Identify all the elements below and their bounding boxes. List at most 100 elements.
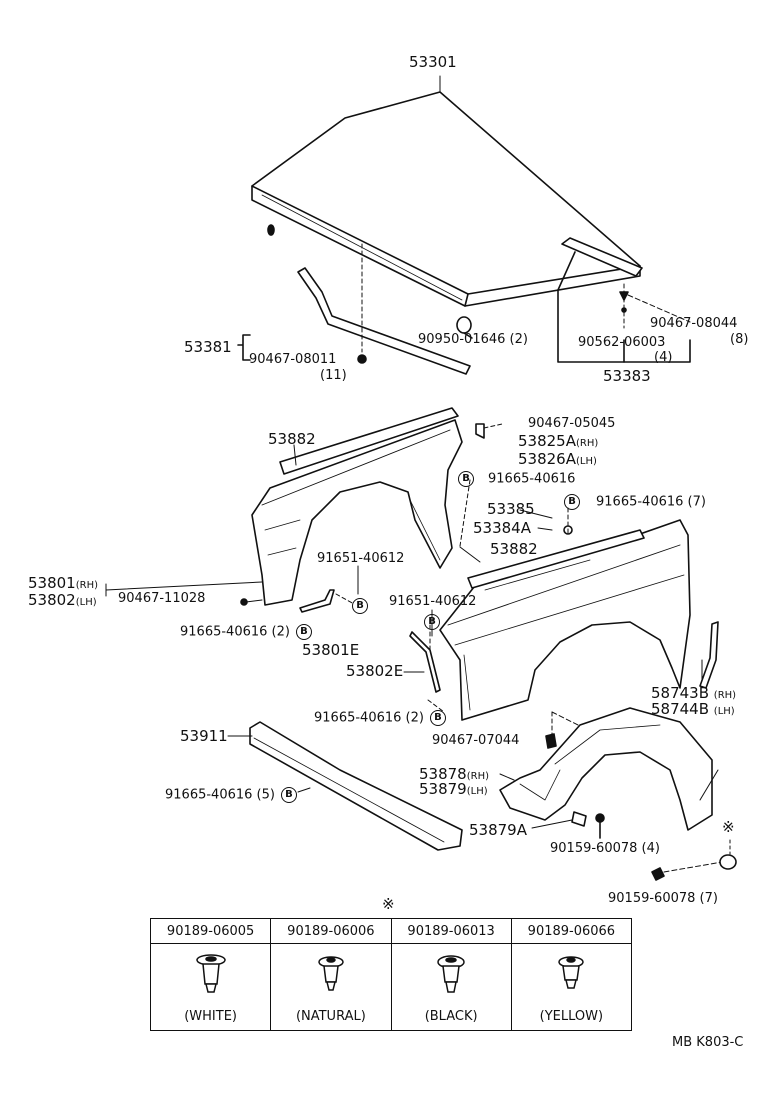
label-seal-53802e: 53802E bbox=[346, 662, 404, 680]
label-mudguard-rh: 58743B (RH) bbox=[651, 686, 736, 701]
bolt-40616-c-text: 91665-40616 (2) bbox=[180, 624, 290, 640]
circle-b-icon: B bbox=[295, 624, 312, 640]
label-clip-53385: 53385 bbox=[487, 500, 535, 518]
circle-b-icon: B bbox=[564, 494, 580, 510]
label-bracket-rh: 53825A(RH) bbox=[518, 434, 598, 449]
label-fender-seal-left: 53882 bbox=[268, 430, 316, 448]
clip-icon bbox=[318, 956, 344, 991]
label-spoiler: 53911 bbox=[180, 727, 228, 745]
label-clip-06003-qty: (4) bbox=[654, 350, 673, 365]
front-spoiler bbox=[249, 721, 463, 851]
clip-color-label: (YELLOW) bbox=[539, 1009, 604, 1024]
fender-lh-number: 53802 bbox=[28, 591, 76, 609]
hood-stopper bbox=[267, 224, 473, 339]
clip-color-label: (NATURAL) bbox=[295, 1009, 366, 1024]
bolt-40616-d-text: 91665-40616 (2) bbox=[314, 710, 424, 726]
label-liner-lh: 53879(LH) bbox=[419, 782, 488, 797]
label-hood-lock-rod: 53381 bbox=[184, 338, 232, 356]
label-mudguard-lh: 58744B (LH) bbox=[651, 702, 735, 717]
circle-b-icon: B bbox=[280, 787, 297, 803]
circle-b-icon: B bbox=[424, 614, 440, 630]
liner-rh-number: 53878 bbox=[419, 765, 467, 783]
label-bolt-40616-b: B 91665-40616 (7) bbox=[564, 494, 706, 510]
mudguard bbox=[699, 621, 719, 689]
table-cell: (NATURAL) bbox=[270, 943, 392, 1031]
bolt-40616-e-text: 91665-40616 (5) bbox=[165, 787, 275, 803]
table-header-row: 90189-06005 90189-06006 90189-06013 9018… bbox=[149, 918, 633, 944]
clip-color-table: 90189-06005 90189-06006 90189-06013 9018… bbox=[149, 918, 633, 1031]
liner-lh-number: 53879 bbox=[419, 780, 467, 798]
table-cell: (BLACK) bbox=[390, 943, 512, 1031]
label-bolt-40616-c: 91665-40616 (2) B bbox=[180, 624, 312, 640]
label-screw-60078-b: 90159-60078 (7) bbox=[608, 891, 718, 906]
fastener-marks bbox=[240, 423, 737, 881]
mudguard-rh-side: (RH) bbox=[713, 690, 737, 701]
clip-icon bbox=[558, 956, 585, 989]
label-bolt-40616-a: B 91665-40616 bbox=[458, 471, 575, 487]
label-clip-05045: 90467-05045 bbox=[528, 416, 616, 431]
mudguard-lh-number: 58744B bbox=[651, 700, 710, 718]
label-weatherstrip: 53383 bbox=[603, 367, 651, 385]
hood-weatherstrip bbox=[557, 237, 691, 363]
table-part-number: 90189-06006 bbox=[270, 918, 392, 944]
mudguard-rh-number: 58743B bbox=[651, 684, 710, 702]
fender-rh-side: (RH) bbox=[75, 580, 98, 591]
label-hood-seal: 90950-01646 (2) bbox=[418, 332, 528, 347]
hood-lock-rod bbox=[237, 243, 471, 375]
bolt-40616-b-text: 91665-40616 (7) bbox=[596, 494, 706, 510]
clip-color-label: (BLACK) bbox=[424, 1009, 478, 1024]
footer-code: MB K803-C bbox=[672, 1035, 744, 1050]
label-bolt-40616-d: 91665-40616 (2) B bbox=[314, 710, 446, 726]
label-bolt-40616-e: 91665-40616 (5) B bbox=[165, 787, 297, 803]
circle-b-icon: B bbox=[458, 471, 474, 487]
clip-icon bbox=[437, 955, 465, 993]
table-part-number: 90189-06013 bbox=[390, 918, 512, 944]
fender-liner bbox=[499, 707, 713, 831]
label-rod-clip: 90467-08011 bbox=[249, 352, 337, 367]
label-screw-60078-a: 90159-60078 (4) bbox=[550, 841, 660, 856]
table-clip-row: (WHITE) (NATURAL) (BLACK) (YELLOW) bbox=[149, 943, 633, 1031]
circle-b-icon: B bbox=[352, 598, 368, 614]
fender-lh-side: (LH) bbox=[75, 597, 97, 608]
clip-color-label: (WHITE) bbox=[184, 1009, 237, 1024]
fender-seal-left bbox=[279, 407, 459, 475]
reference-mark: ※ bbox=[722, 818, 735, 836]
table-part-number: 90189-06005 bbox=[149, 918, 272, 944]
fender-rh-number: 53801 bbox=[28, 574, 76, 592]
label-hood: 53301 bbox=[409, 53, 457, 71]
label-bracket-lh: 53826A(LH) bbox=[518, 452, 597, 467]
label-bolt-40612-a: 91651-40612 bbox=[317, 551, 405, 566]
hood-panel bbox=[251, 75, 641, 307]
bracket-rh-side: (RH) bbox=[575, 438, 599, 449]
liner-lh-side: (LH) bbox=[466, 786, 488, 797]
clip-icon bbox=[195, 954, 226, 993]
label-clip-53879a: 53879A bbox=[469, 821, 527, 839]
mudguard-lh-side: (LH) bbox=[713, 706, 735, 717]
label-clip-08044-qty: (8) bbox=[730, 332, 749, 347]
label-fender-lh: 53802(LH) bbox=[28, 593, 97, 608]
label-liner-rh: 53878(RH) bbox=[419, 767, 489, 782]
table-cell: (WHITE) bbox=[149, 943, 272, 1031]
fender-right bbox=[439, 519, 691, 721]
label-clip-06003: 90562-06003 bbox=[578, 335, 666, 350]
label-fender-rh: 53801(RH) bbox=[28, 576, 98, 591]
fender-left bbox=[251, 407, 463, 606]
bolt-40616-a-text: 91665-40616 bbox=[488, 471, 576, 487]
label-clip-08044: 90467-08044 bbox=[650, 316, 738, 331]
table-reference-mark: ※ bbox=[382, 895, 395, 913]
label-nut-53384a: 53384A bbox=[473, 519, 531, 537]
bracket-lh-side: (LH) bbox=[575, 456, 597, 467]
bracket-rh-number: 53825A bbox=[518, 432, 576, 450]
circle-b-icon: B bbox=[429, 710, 446, 726]
label-clip-11028: 90467-11028 bbox=[118, 591, 206, 606]
liner-rh-side: (RH) bbox=[466, 771, 489, 782]
label-rod-clip-qty: (11) bbox=[320, 368, 347, 383]
fender-seal-right bbox=[467, 529, 645, 589]
table-cell: (YELLOW) bbox=[510, 943, 633, 1031]
label-fender-seal-right: 53882 bbox=[490, 540, 538, 558]
label-seal-53801e: 53801E bbox=[302, 641, 360, 659]
label-clip-07044: 90467-07044 bbox=[432, 733, 520, 748]
label-bolt-40612-b: 91651-40612 bbox=[389, 594, 477, 609]
bracket-lh-number: 53826A bbox=[518, 450, 576, 468]
